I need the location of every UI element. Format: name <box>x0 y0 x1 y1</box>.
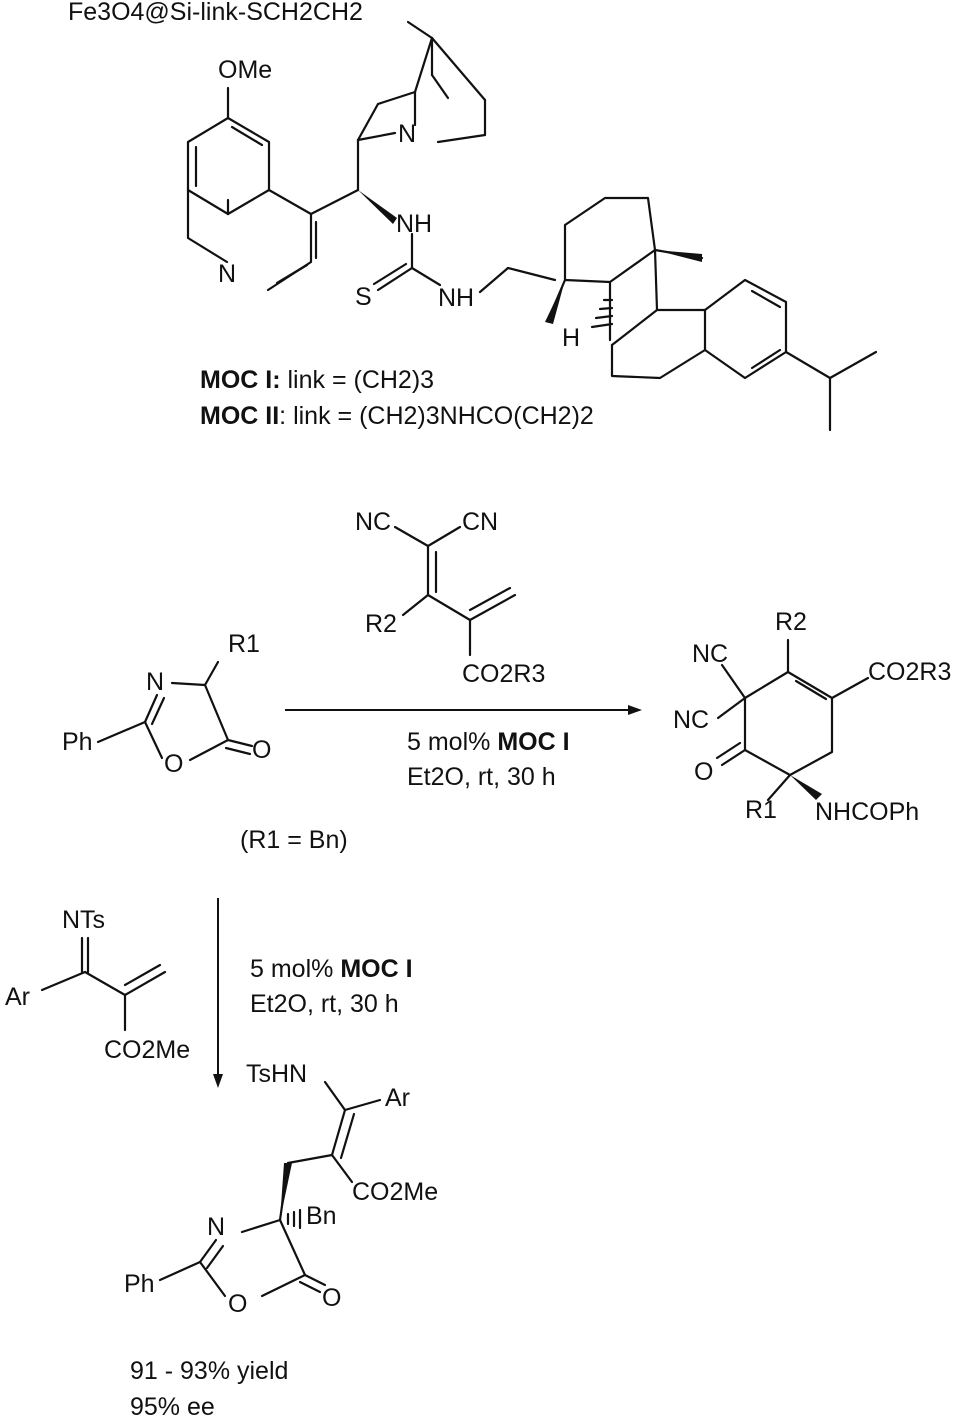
reaction2-conditions: Et2O, rt, 30 h <box>250 990 399 1018</box>
diene-nc-label: NC <box>355 508 391 536</box>
quinoline-benzo-ring <box>186 86 271 216</box>
diene-r2-label: R2 <box>365 610 397 638</box>
cyclohexenone-product: NC NC R2 CO2R3 O R1 NHCOPh <box>673 608 951 826</box>
stereo-hash-h <box>590 298 614 329</box>
imine-reagent: NTs Ar CO2Me <box>5 906 190 1064</box>
quinoline-pyridine-ring <box>186 188 318 292</box>
imine-co2me-label: CO2Me <box>104 1036 190 1064</box>
dehydroabietyl-skeleton <box>546 196 878 432</box>
product2-bn-label: Bn <box>306 1202 337 1230</box>
ee-label: 95% ee <box>130 1393 215 1421</box>
reaction1-conditions: Et2O, rt, 30 h <box>407 763 556 791</box>
quinuclidine-cage <box>309 20 487 216</box>
reaction1-loading: 5 mol% <box>407 728 490 756</box>
diene-co2r3-label: CO2R3 <box>462 660 545 688</box>
product2-carbonyl-o-label: O <box>322 1284 341 1312</box>
azlactone-r1-note: (R1 = Bn) <box>240 826 348 854</box>
reaction1-catalyst: 5 mol% MOC I <box>407 728 570 756</box>
hydrogen-label: H <box>562 324 580 352</box>
reaction1-catalyst-name: MOC I <box>497 728 569 756</box>
moc2-def: : link = (CH2)3NHCO(CH2)2 <box>279 402 594 430</box>
stereo-wedge-c9 <box>358 190 397 224</box>
reaction2-catalyst: 5 mol% MOC I <box>250 955 413 983</box>
product2-ring-o-label: O <box>228 1290 247 1318</box>
moc2-name: MOC II <box>200 402 279 430</box>
moc1-name: MOC I: <box>200 366 281 394</box>
product1-o-label: O <box>694 758 713 786</box>
product2-ar-label: Ar <box>385 1084 410 1112</box>
product1-nc2-label: NC <box>673 706 709 734</box>
product1-co2r3-label: CO2R3 <box>868 658 951 686</box>
diene-cn-label: CN <box>462 508 498 536</box>
quaternary-azlactone-product: TsHN Ar CO2Me Bn N Ph O O <box>124 1060 438 1318</box>
reaction2-catalyst-name: MOC I <box>340 955 412 983</box>
product1-nhcoph-label: NHCOPh <box>815 798 919 826</box>
diene-reagent: NC CN R2 CO2R3 <box>355 508 545 688</box>
azlactone-ph-label: Ph <box>62 728 93 756</box>
imine-nts-label: NTs <box>62 906 105 934</box>
nh-bottom-label: NH <box>438 284 474 312</box>
stereo-wedge-angular-methyl <box>655 250 702 262</box>
quinuclidine-n-label: N <box>398 120 416 148</box>
catalyst-anchor-label: Fe3O4@Si-link-SCH2CH2 <box>68 0 363 26</box>
imine-ar-label: Ar <box>5 983 30 1011</box>
reaction1-arrow <box>285 705 642 715</box>
moc2-caption: MOC II: link = (CH2)3NHCO(CH2)2 <box>200 402 594 430</box>
product1-nc1-label: NC <box>692 640 728 668</box>
moc1-def: link = (CH2)3 <box>288 366 435 394</box>
product1-r1-label: R1 <box>745 796 777 824</box>
stereo-wedge-methyl <box>545 280 565 324</box>
azlactone-substrate: R1 N Ph O O (R1 = Bn) <box>62 630 348 854</box>
nh-top-label: NH <box>396 210 432 238</box>
thiourea-linkage <box>372 232 557 294</box>
quinoline-n-label: N <box>218 260 236 288</box>
reaction2-loading: 5 mol% <box>250 955 333 983</box>
azlactone-ring-o-label: O <box>164 750 183 778</box>
reaction2-arrow <box>213 898 223 1088</box>
methoxy-label: OMe <box>218 56 272 84</box>
product2-ph-label: Ph <box>124 1270 155 1298</box>
product2-co2me-label: CO2Me <box>352 1178 438 1206</box>
azlactone-carbonyl-o-label: O <box>252 736 271 764</box>
yield-label: 91 - 93% yield <box>130 1357 288 1385</box>
product1-r2-label: R2 <box>775 608 807 636</box>
catalyst-structure: Fe3O4@Si-link-SCH2CH2 OMe N N NH NH S H … <box>68 0 878 432</box>
moc1-caption: MOC I: link = (CH2)3 <box>200 366 434 394</box>
thio-s-label: S <box>355 283 372 311</box>
azlactone-r1-label: R1 <box>228 630 260 658</box>
product2-tshn-label: TsHN <box>246 1060 307 1088</box>
product2-n-label: N <box>207 1213 225 1241</box>
azlactone-n-label: N <box>146 668 164 696</box>
